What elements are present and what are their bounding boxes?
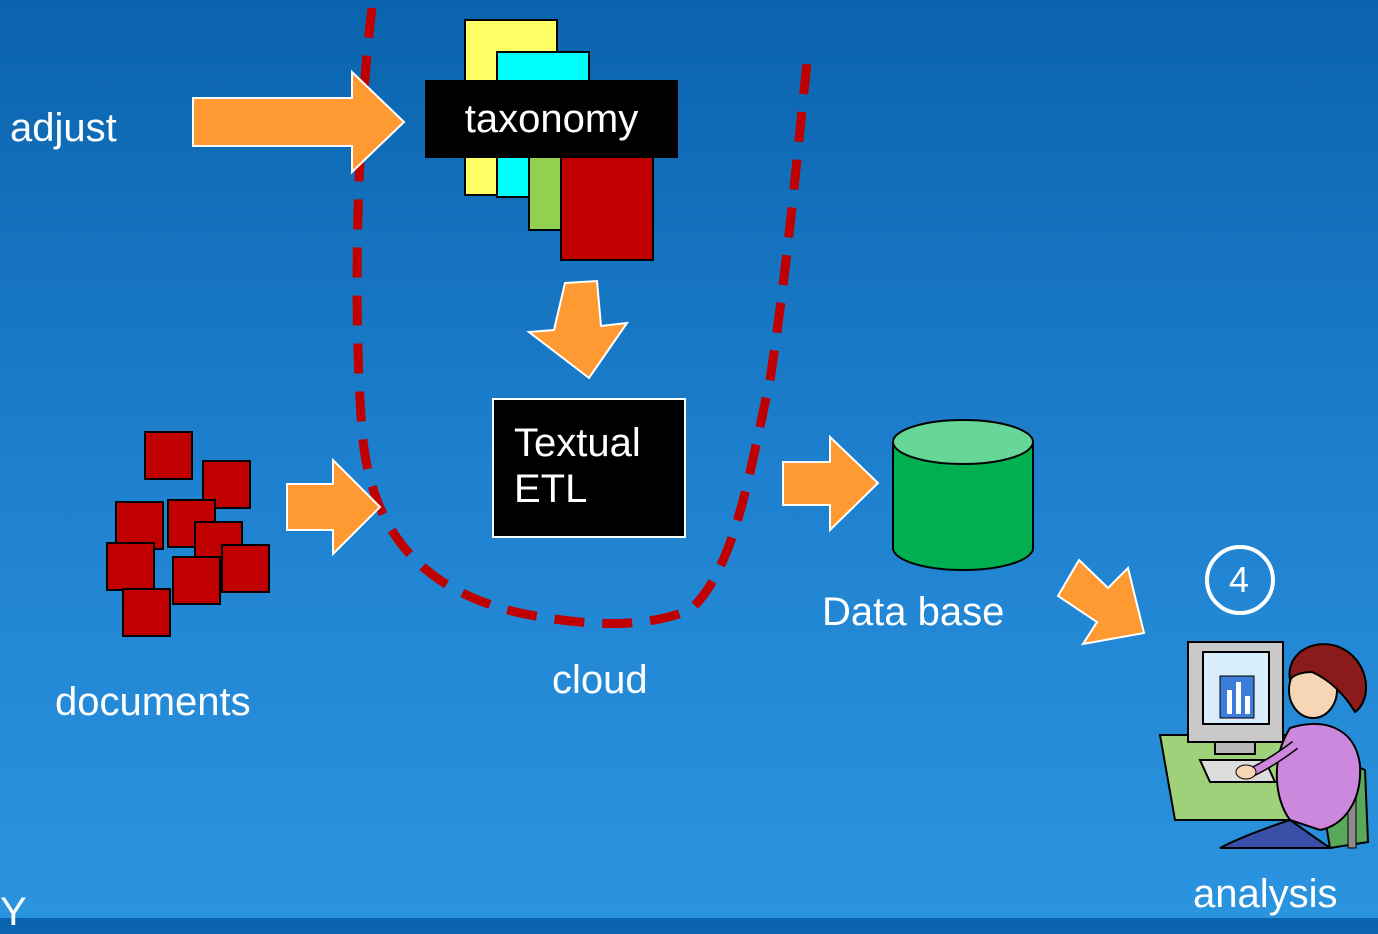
- arrow-database-to-analysis: [1056, 558, 1146, 646]
- arrow-documents-to-etl: [286, 457, 382, 557]
- textual-etl-line1: Textual: [514, 421, 641, 465]
- arrow-adjust-to-taxonomy: [192, 69, 406, 175]
- documents-label: documents: [55, 680, 251, 724]
- arrow-taxonomy-to-etl: [526, 279, 630, 380]
- documents-stack-icon: [106, 431, 270, 637]
- textual-etl-box: Textual ETL: [492, 398, 686, 538]
- cloud-label: cloud: [552, 658, 648, 702]
- arrow-etl-to-database: [782, 434, 880, 533]
- taxonomy-label: taxonomy: [464, 96, 639, 141]
- step-number: 4: [1229, 559, 1250, 600]
- cloud-boundary-line: [352, 7, 813, 628]
- database-cylinder-icon: [892, 419, 1034, 571]
- adjust-label: adjust: [10, 106, 117, 150]
- database-label: Data base: [822, 590, 1005, 634]
- person-at-computer-icon: [1158, 641, 1370, 850]
- analysis-label: analysis: [1193, 872, 1338, 916]
- taxonomy-box: taxonomy: [425, 80, 678, 158]
- caption-text: Y: [0, 890, 27, 934]
- step-number-circle: [1205, 545, 1275, 615]
- textual-etl-line2: ETL: [514, 467, 588, 511]
